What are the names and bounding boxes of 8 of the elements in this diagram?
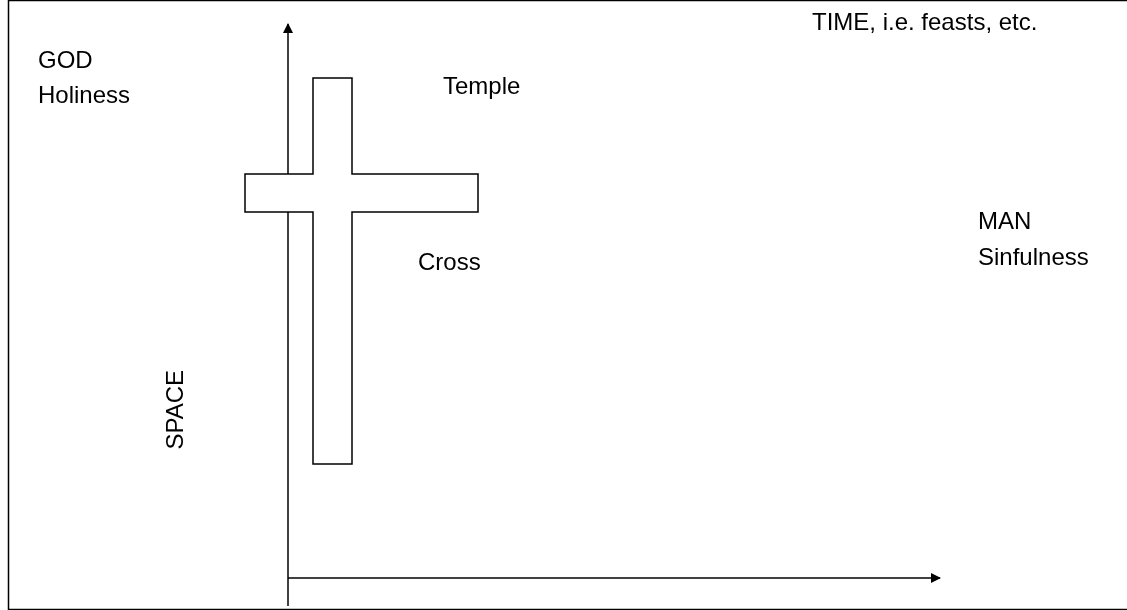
- label-text: Cross: [418, 248, 481, 276]
- axis-label: SPACE: [161, 370, 189, 450]
- axis-label: TIME, i.e. feasts, etc.: [812, 8, 1038, 36]
- label-text: MAN: [978, 207, 1032, 235]
- label-text: GOD: [38, 46, 93, 74]
- label-text: Temple: [443, 72, 521, 100]
- label-text: Sinfulness: [978, 243, 1089, 271]
- label-text: Holiness: [38, 81, 131, 109]
